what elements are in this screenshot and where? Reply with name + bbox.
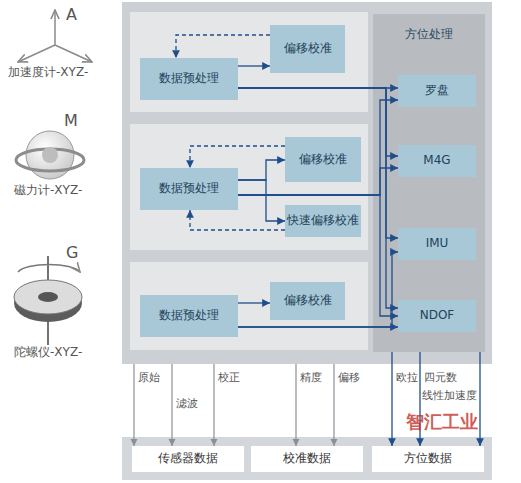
sensor-name: 加速度计-XYZ- — [8, 66, 88, 80]
output-box: 传感器数据 — [132, 446, 244, 472]
output-arrows — [134, 364, 334, 446]
node-text: 方位处理 — [405, 28, 453, 42]
calibration-box: 偏移校准 — [285, 137, 361, 182]
node-text: IMU — [426, 237, 449, 251]
flow-arrow — [238, 180, 285, 221]
node-text: 偏移校准 — [299, 153, 347, 167]
flow-arrow — [190, 210, 285, 230]
output-label: 精度 — [300, 372, 322, 385]
axis-letter: G — [66, 244, 78, 262]
calibration-box: 快速偏移校准 — [285, 205, 361, 237]
flow-arrow — [479, 352, 480, 446]
watermark: 智汇工业 — [406, 412, 478, 433]
node-text: 偏移校准 — [284, 42, 332, 56]
mode-box: 罗盘 — [398, 75, 476, 107]
sensor-name: 陀螺仪-XYZ- — [14, 346, 82, 360]
flow-arrow — [238, 160, 285, 180]
edge-label: 线性加速度 — [422, 390, 477, 403]
node-text: 数据预处理 — [159, 182, 219, 196]
output-label: 偏移 — [338, 372, 360, 385]
flow-arrow — [238, 302, 270, 303]
node-text: 数据预处理 — [159, 309, 219, 323]
output-label: 滤波 — [176, 398, 198, 411]
node-text: 方位数据 — [404, 452, 452, 466]
fusion-panel: 罗盘 M4G IMU NDOF 方位处理 — [373, 14, 485, 352]
node-text: 数据预处理 — [159, 72, 219, 86]
gyro-section — [130, 262, 368, 350]
edge-label: 欧拉 — [396, 372, 418, 385]
flow-arrow — [238, 65, 270, 66]
flow-arrow — [176, 35, 270, 58]
mode-box: M4G — [398, 145, 476, 177]
node-text: 偏移校准 — [284, 294, 332, 308]
output-bar — [122, 437, 492, 480]
node-text: 快速偏移校准 — [287, 214, 359, 228]
output-label: 校正 — [218, 372, 240, 385]
sensor-name: 磁力计-XYZ- — [14, 184, 82, 198]
accelerometer-icon — [18, 10, 92, 62]
calibration-box: 偏移校准 — [270, 25, 345, 73]
node-text: NDOF — [420, 309, 455, 323]
accel-section — [130, 12, 368, 112]
gyroscope-icon — [14, 256, 82, 345]
node-text: 传感器数据 — [158, 452, 218, 466]
mode-box: NDOF — [398, 300, 476, 332]
axis-letter: A — [66, 6, 77, 24]
flow-arrow — [391, 352, 392, 446]
output-box: 校准数据 — [251, 446, 363, 472]
axis-letter: M — [64, 112, 78, 130]
flow-arrow — [190, 146, 285, 168]
edge-label: 四元数 — [424, 372, 457, 385]
mag-section — [130, 124, 368, 250]
magnetometer-icon — [16, 131, 84, 179]
process-box: 数据预处理 — [140, 58, 238, 100]
calibration-box: 偏移校准 — [270, 282, 345, 320]
process-box: 数据预处理 — [140, 168, 238, 210]
process-box: 数据预处理 — [140, 295, 238, 337]
node-text: 罗盘 — [425, 84, 449, 98]
node-text: M4G — [423, 154, 450, 168]
output-label: 原始 — [138, 372, 160, 385]
main-panel — [122, 2, 492, 364]
node-text: 校准数据 — [283, 452, 331, 466]
mode-box: IMU — [398, 228, 476, 260]
output-box: 方位数据 — [372, 446, 484, 472]
